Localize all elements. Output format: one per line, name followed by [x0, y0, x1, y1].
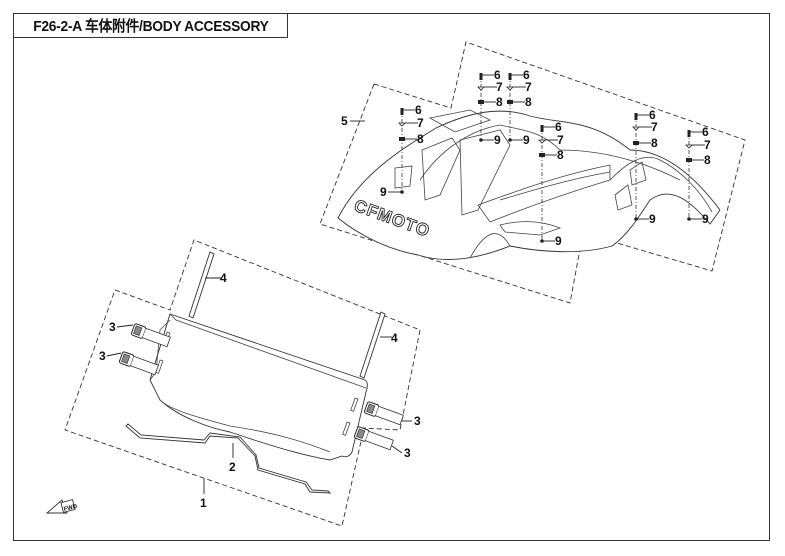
strap-band	[130, 356, 159, 376]
callout-2: 2	[229, 460, 236, 474]
accessory-panel	[149, 313, 368, 461]
strap-band	[375, 406, 404, 426]
screw-icon	[634, 113, 638, 120]
callout-8: 8	[704, 153, 711, 167]
callout-6: 6	[555, 120, 562, 134]
nut-icon	[399, 137, 405, 141]
callout-9: 9	[702, 212, 709, 226]
callout-7: 7	[496, 80, 503, 94]
forward-direction-icon: FWD	[45, 499, 79, 514]
callout-3: 3	[109, 320, 116, 334]
callout-8: 8	[496, 95, 503, 109]
callout-1: 1	[200, 496, 207, 510]
screw-icon	[687, 130, 691, 137]
title-box: F26-2-A 车体附件/BODY ACCESSORY	[13, 13, 288, 38]
callout-6: 6	[649, 108, 656, 122]
front-fender	[337, 109, 721, 260]
bracket-rod-part-2	[125, 423, 332, 494]
strap-band	[365, 431, 394, 451]
callout-7: 7	[417, 116, 424, 130]
callout-6: 6	[415, 103, 422, 117]
nut-icon	[633, 141, 639, 145]
assembly-5-boundary	[319, 41, 746, 304]
screw-icon	[540, 125, 544, 132]
callout-8: 8	[651, 136, 658, 150]
callout-4-right: 4	[391, 331, 398, 345]
callout-7: 7	[525, 80, 532, 94]
screw-icon	[400, 108, 404, 115]
nut-icon	[478, 100, 484, 104]
callout-8: 8	[417, 132, 424, 146]
screw-icon	[479, 73, 483, 80]
callout-6: 6	[702, 125, 709, 139]
buckle-grip	[356, 428, 366, 439]
leader-3	[116, 324, 134, 328]
screw-icon	[508, 73, 512, 80]
buckle-grip	[366, 403, 376, 414]
callout-9: 9	[494, 133, 501, 147]
washer-icon	[685, 144, 693, 149]
buckle-set: 3 3 3 3	[99, 320, 421, 460]
callout-3: 3	[414, 414, 421, 428]
callout-9: 9	[555, 234, 562, 248]
drawing-frame	[13, 13, 770, 541]
leader-3	[106, 352, 122, 357]
assembly-1-boundary	[64, 239, 421, 527]
buckle-grip	[121, 353, 131, 364]
buckle-strap	[119, 351, 159, 376]
callout-8: 8	[525, 95, 532, 109]
callout-6: 6	[523, 68, 530, 82]
callout-3: 3	[99, 349, 106, 363]
strip-part-4-left	[188, 251, 215, 319]
callout-9: 9	[380, 185, 387, 199]
callout-3: 3	[404, 446, 411, 460]
washer-icon	[506, 86, 514, 91]
strap-band	[142, 328, 171, 348]
callout-6: 6	[494, 68, 501, 82]
nut-icon	[686, 158, 692, 162]
buckle-grip	[133, 325, 143, 336]
washer-icon	[538, 139, 546, 144]
callout-7: 7	[557, 133, 564, 147]
callout-7: 7	[651, 120, 658, 134]
callout-4-left: 4	[220, 271, 227, 285]
callout-9: 9	[523, 133, 530, 147]
washer-icon	[632, 126, 640, 131]
leader-3	[391, 445, 403, 454]
buckle-strap	[354, 426, 394, 451]
nut-icon	[507, 100, 513, 104]
callout-9: 9	[649, 212, 656, 226]
svg-text:FWD: FWD	[63, 504, 78, 514]
strip-part-4-right	[359, 311, 386, 379]
buckle-strap	[131, 323, 171, 348]
washer-icon	[398, 122, 406, 127]
washer-icon	[477, 86, 485, 91]
nut-icon	[539, 153, 545, 157]
callout-7: 7	[704, 138, 711, 152]
buckle-strap	[364, 401, 404, 426]
page-title: F26-2-A 车体附件/BODY ACCESSORY	[32, 18, 269, 35]
callout-5: 5	[341, 114, 348, 128]
callout-8: 8	[557, 148, 564, 162]
